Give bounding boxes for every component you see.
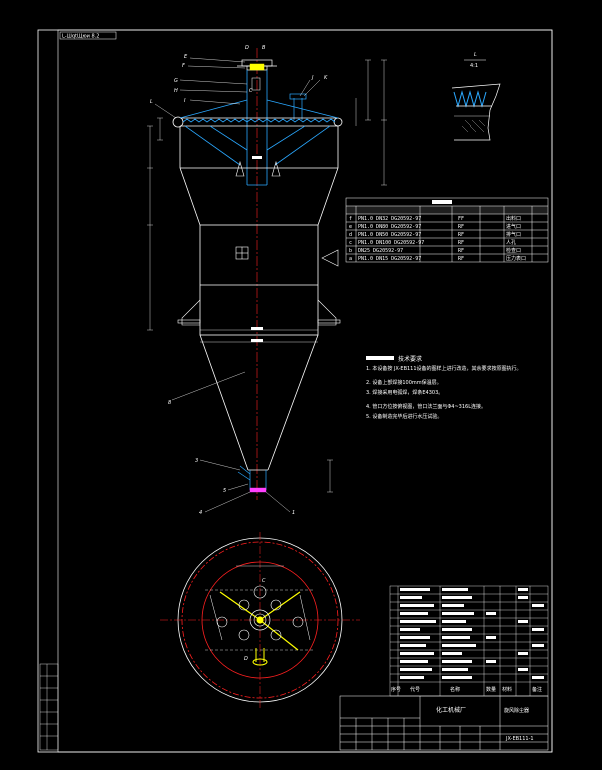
leader-number-8: 8 bbox=[168, 400, 171, 406]
top-head-zigzag bbox=[182, 118, 336, 123]
nozzle-row-use: 检查口 bbox=[506, 247, 521, 254]
title-block-org: 化工机械厂 bbox=[436, 706, 466, 714]
leader-number-1: 1 bbox=[292, 510, 295, 516]
dim-text-body bbox=[251, 327, 263, 330]
nozzle-row-mark: c bbox=[349, 240, 352, 246]
leader-letter-e1: E bbox=[184, 54, 188, 60]
title-block-name: 旋风除尘器 bbox=[504, 707, 529, 714]
main-cylinder bbox=[199, 224, 319, 336]
nozzle-row-face: RF bbox=[458, 256, 464, 262]
parts-list-fills bbox=[400, 588, 544, 679]
nozzle-row-face: RF bbox=[458, 240, 464, 246]
discharge-flange bbox=[249, 487, 267, 493]
leader-letter-l: L bbox=[150, 99, 153, 105]
note-line: 2. 设备上部焊接100mm保温层。 bbox=[366, 379, 442, 386]
detail-view bbox=[451, 83, 501, 141]
title-tag-box bbox=[59, 31, 117, 40]
nozzle-row-face: FF bbox=[458, 216, 464, 222]
inner-frame bbox=[57, 29, 553, 753]
nozzle-table-header-fill bbox=[346, 206, 548, 214]
dim-text-dia bbox=[252, 156, 262, 159]
plan-view bbox=[160, 532, 360, 708]
notes-heading: 技术要求 bbox=[398, 355, 422, 363]
inlet-nozzle bbox=[321, 249, 339, 267]
nozzle-row-spec: PN1.0 DN50 DG20592-97 bbox=[358, 232, 421, 238]
notes-heading-bar bbox=[366, 356, 394, 360]
outer-frame bbox=[37, 29, 553, 753]
header-cell: 材料 bbox=[502, 686, 512, 693]
nozzle-row-spec: PN1.0 DN80 DG20592-97 bbox=[358, 224, 421, 230]
inspection-port bbox=[235, 246, 249, 260]
leaders bbox=[154, 57, 321, 513]
header-cell: 名称 bbox=[450, 686, 460, 693]
leader-number-5: 5 bbox=[223, 488, 226, 494]
top-right-nozzle bbox=[289, 93, 307, 120]
revision-block bbox=[39, 663, 59, 751]
detail-letter: L bbox=[474, 52, 477, 58]
plan-letter-d: D bbox=[244, 656, 248, 662]
plan-letter-c: C bbox=[262, 578, 266, 584]
nozzle-table-rows: f PN1.0 DN32 DG20592-97 FF 出料口 e PN1.0 D… bbox=[349, 215, 526, 262]
note-line: 1. 本设备按 JX-EB111设备的图样上进行改造，其余要求按原图执行。 bbox=[366, 365, 522, 372]
nozzle-table-title-bar bbox=[432, 200, 452, 204]
leader-letter-c: C bbox=[249, 88, 253, 94]
nozzle-row-use: 进气口 bbox=[506, 223, 521, 230]
vortex-finder bbox=[246, 70, 268, 186]
nozzle-row-face: RF bbox=[458, 232, 464, 238]
nozzle-b bbox=[251, 77, 261, 91]
dimensions-right bbox=[200, 59, 387, 493]
nozzle-row-spec: PN1.0 DN100 DG20592-97 bbox=[358, 240, 424, 246]
header-cell: 序号 bbox=[391, 686, 401, 693]
nozzle-row-spec: PN1.0 DN15 DG20592-97 bbox=[358, 256, 421, 262]
nozzle-row-use: 排气口 bbox=[506, 231, 521, 238]
parts-list-headers: 序号 代号 名称 数量 材料 备注 bbox=[391, 686, 542, 693]
leader-letter-d: D bbox=[245, 45, 249, 51]
nozzle-row-mark: e bbox=[349, 224, 352, 230]
nozzle-row-use: 压力表口 bbox=[506, 255, 526, 262]
note-line: 3. 焊接采用电弧焊，焊条E4303。 bbox=[366, 389, 443, 396]
detail-scale: 4:1 bbox=[470, 63, 478, 69]
dimensions-left bbox=[147, 117, 163, 331]
discharge-outlet bbox=[237, 465, 267, 490]
leader-number-4: 4 bbox=[199, 510, 202, 516]
leader-letter-h1: H bbox=[174, 88, 178, 94]
leader-number-3: 3 bbox=[195, 458, 198, 464]
nozzle-row-use: 出料口 bbox=[506, 215, 521, 222]
leader-letter-f1: F bbox=[182, 63, 185, 69]
lower-cone bbox=[199, 334, 319, 471]
header-cell: 代号 bbox=[410, 686, 420, 693]
nozzle-row-spec: PN1.0 DN32 DG20592-97 bbox=[358, 216, 421, 222]
nozzle-row-mark: f bbox=[349, 216, 352, 222]
parts-list-grid bbox=[389, 585, 549, 697]
nozzle-row-mark: d bbox=[349, 232, 352, 238]
leader-letter-g1: G bbox=[174, 78, 178, 84]
upper-cone bbox=[179, 126, 339, 226]
leader-letter-k1: K bbox=[324, 75, 328, 81]
note-line: 5. 设备制造完毕后进行水压试验。 bbox=[366, 413, 442, 420]
note-line: 4. 管口方位按俯视图，管口法兰面与Φ4~316L连接。 bbox=[366, 403, 486, 410]
title-block-grid bbox=[339, 695, 549, 751]
title-tag: L-ШqtЩюи 8.2 bbox=[62, 34, 99, 40]
leader-letter-b: B bbox=[262, 45, 266, 51]
nozzle-row-mark: a bbox=[349, 256, 352, 262]
strut-foot-left bbox=[235, 160, 245, 177]
header-cell: 备注 bbox=[532, 686, 542, 693]
nozzle-row-face: RF bbox=[458, 224, 464, 230]
header-cell: 数量 bbox=[486, 686, 496, 693]
strut-foot-right bbox=[271, 160, 281, 177]
support-lugs bbox=[177, 299, 341, 326]
title-block-drawing-no: JX-EB111-1 bbox=[505, 736, 534, 742]
nozzle-row-use: 人孔 bbox=[506, 239, 516, 246]
nozzle-row-spec: DN25 DG20592-97 bbox=[358, 248, 403, 254]
leader-letter-i1: I bbox=[184, 98, 186, 104]
nozzle-row-face: RF bbox=[458, 248, 464, 254]
nozzle-row-mark: b bbox=[349, 248, 352, 254]
leader-letter-j1: J bbox=[311, 75, 314, 81]
dim-text-cone bbox=[251, 339, 263, 342]
support-struts bbox=[179, 99, 339, 166]
outlet-flange bbox=[249, 63, 265, 71]
nozzle-table-grid bbox=[345, 197, 549, 263]
